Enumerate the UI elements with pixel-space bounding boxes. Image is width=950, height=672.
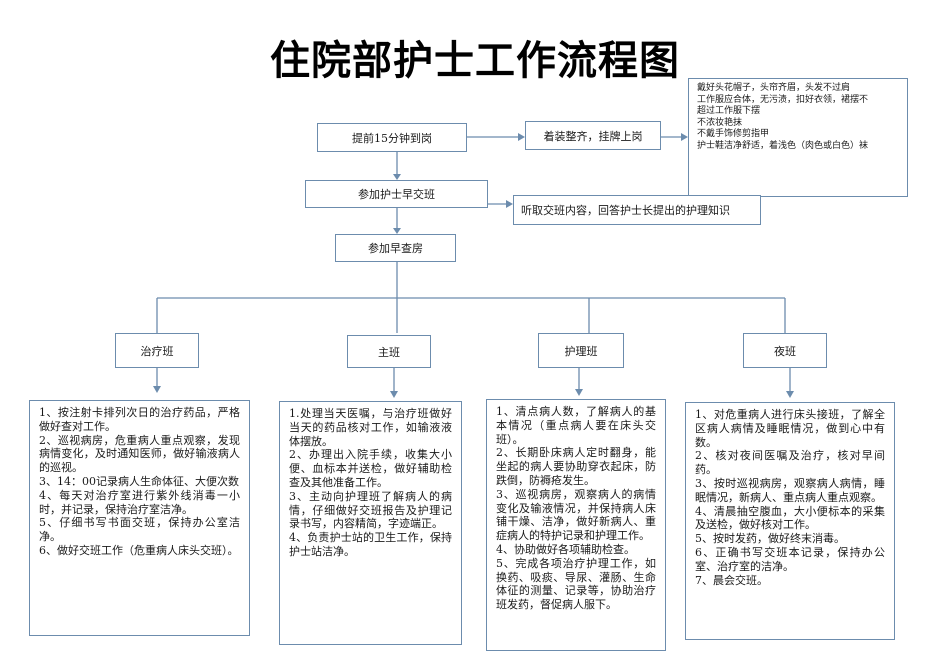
step-arrive-label: 提前15分钟到岗 (352, 131, 432, 145)
dress-rule-line: 不浓妆艳抹 (697, 117, 743, 128)
duty-item: 7、晨会交班。 (695, 573, 768, 587)
duty-item: 1、清点病人数，了解病人的基本情况（重点病人要在床头交班）。 (496, 405, 656, 446)
page-title: 住院部护士工作流程图 (270, 37, 680, 84)
duty-item: 4、每天对治疗室进行紫外线消毒一小时，并记录，保持治疗室洁净。 (39, 488, 240, 516)
arrowhead-rounds (393, 228, 401, 234)
duty-item: 2、长期卧床病人定时翻身，能坐起的病人要协助穿衣起床，防跌倒，防褥疮发生。 (496, 446, 656, 487)
duty-item: 6、正确书写交班本记录，保持办公室、治疗室的洁净。 (695, 545, 885, 573)
dress-rule-line: 护士鞋洁净舒适，着浅色（肉色或白色）袜 (697, 140, 869, 151)
duty-item: 2、巡视病房，危重病人重点观察，发现病情变化，及时通知医师，做好输液病人的巡视。 (39, 433, 240, 475)
arrowhead-treatment-duties (153, 386, 161, 393)
step-handover: 参加护士早交班 (305, 180, 488, 208)
duty-item: 3、按时巡视病房，观察病人病情，睡眠情况，新病人、重点病人重点观察。 (695, 476, 885, 504)
arrowhead-handover (393, 174, 401, 180)
arrowhead-nursing-duties (575, 389, 583, 396)
step-arrive: 提前15分钟到岗 (317, 123, 467, 152)
duty-item: 2、办理出入院手续，收集大小便、血标本并送检，做好辅助检查及其他准备工作。 (289, 448, 452, 489)
shift-main-label: 主班 (378, 345, 400, 359)
duty-item: 4、协助做好各项辅助检查。 (496, 542, 635, 556)
duty-item: 6、做好交班工作（危重病人床头交班）。 (39, 543, 239, 557)
arrowhead-rules (681, 133, 688, 141)
handover-note-box: 听取交班内容，回答护士长提出的护理知识 (513, 195, 761, 225)
arrowhead-note (506, 200, 513, 208)
duty-item: 1、对危重病人进行床头接班，了解全区病人病情及睡眠情况，做到心中有数。 (695, 408, 885, 449)
step-rounds-label: 参加早查房 (368, 242, 423, 255)
duty-item: 3、14：00记录病人生命体征、大便次数 (39, 474, 239, 488)
duty-item: 1、按注射卡排列次日的治疗药品，严格做好查对工作。 (39, 406, 240, 433)
duty-item: 5、仔细书写书面交班，保持办公室洁净。 (39, 516, 240, 544)
shift-nursing: 护理班 (538, 333, 624, 368)
duty-item: 3、主动向护理班了解病人的病情，仔细做好交班报告及护理记录书写，内容精简，字迹端… (289, 489, 452, 531)
shift-night-label: 夜班 (774, 344, 796, 358)
duty-item: 4、负责护士站的卫生工作，保持护士站洁净。 (289, 531, 452, 558)
arrowhead-night-duties (786, 391, 794, 398)
duties-night: 1、对危重病人进行床头接班，了解全区病人病情及睡眠情况，做到心中有数。 2、核对… (685, 402, 895, 640)
step-rounds: 参加早查房 (335, 234, 456, 262)
shift-treatment: 治疗班 (115, 333, 199, 368)
shift-main: 主班 (347, 335, 431, 368)
duty-item: 5、按时发药，做好终末消毒。 (695, 532, 845, 546)
arrowhead-main-duties (390, 391, 398, 398)
duties-treatment: 1、按注射卡排列次日的治疗药品，严格做好查对工作。 2、巡视病房，危重病人重点观… (29, 400, 250, 636)
dress-rules-box: 戴好头花帽子，头帘齐眉，头发不过肩 工作服应合体，无污渍，扣好衣领，裙摆不 超过… (688, 78, 908, 197)
dress-rule-line: 不戴手饰修剪指甲 (697, 129, 770, 140)
duty-item: 3、巡视病房，观察病人的病情变化及输液情况，并保持病人床铺干燥、洁净，做好新病人… (496, 487, 656, 543)
duty-item: 2、核对夜间医嘱及治疗，核对早间药。 (695, 449, 885, 477)
duty-item: 4、清晨抽空腹血，大小便标本的采集及送检，做好核对工作。 (695, 504, 885, 532)
arrowhead-dress (518, 133, 525, 141)
handover-note-label: 听取交班内容，回答护士长提出的护理知识 (521, 204, 730, 217)
shift-night: 夜班 (743, 333, 827, 368)
duties-main: 1.处理当天医嘱，与治疗班做好当天的药品核对工作，如输液液体摆放。 2、办理出入… (279, 401, 462, 645)
shift-treatment-label: 治疗班 (140, 344, 174, 358)
step-dress: 着装整齐，挂牌上岗 (525, 121, 661, 150)
dress-rule-line: 超过工作服下摆 (697, 106, 761, 117)
shift-nursing-label: 护理班 (564, 344, 598, 358)
step-dress-label: 着装整齐，挂牌上岗 (543, 129, 643, 143)
step-handover-label: 参加护士早交班 (358, 188, 435, 201)
dress-rule-line: 戴好头花帽子，头帘齐眉，头发不过肩 (697, 83, 851, 93)
duty-item: 1.处理当天医嘱，与治疗班做好当天的药品核对工作，如输液液体摆放。 (289, 407, 452, 448)
dress-rule-line: 工作服应合体，无污渍，扣好衣领，裙摆不 (697, 94, 869, 105)
duty-item: 5、完成各项治疗护理工作，如换药、吸痰、导尿、灌肠、生命体征的测量、记录等，协助… (496, 556, 656, 612)
duties-nursing: 1、清点病人数，了解病人的基本情况（重点病人要在床头交班）。 2、长期卧床病人定… (486, 399, 666, 651)
